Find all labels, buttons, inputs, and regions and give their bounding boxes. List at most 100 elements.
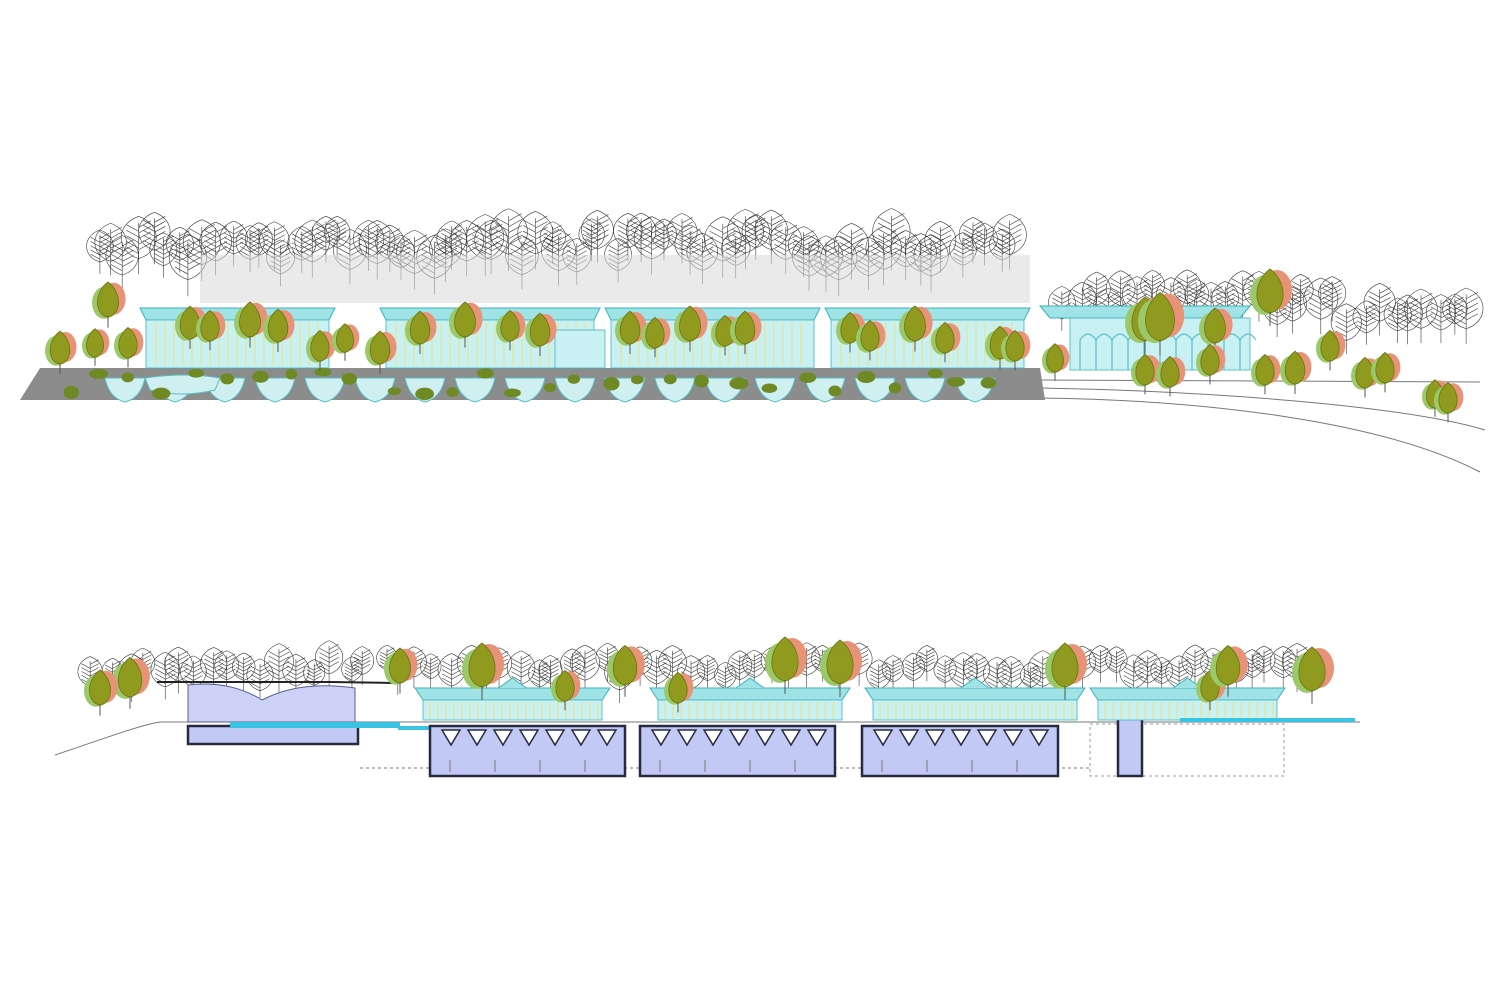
shrub	[980, 377, 997, 389]
shrub	[121, 372, 134, 383]
outline-tree	[138, 212, 171, 265]
shrub	[888, 382, 902, 394]
foreground-tree	[384, 647, 418, 694]
foreground-tree	[84, 669, 118, 716]
foreground-tree	[82, 328, 110, 366]
outline-tree	[741, 214, 770, 261]
section-foreground-trees	[84, 636, 1334, 716]
foreground-tree	[1250, 268, 1292, 326]
elevation-foreground-trees	[45, 268, 1464, 423]
outline-tree	[742, 649, 766, 688]
foreground-tree	[1156, 356, 1186, 397]
sunken-bowl	[254, 377, 296, 403]
outline-tree	[613, 213, 643, 261]
shrub	[603, 376, 620, 391]
foreground-tree	[674, 305, 708, 352]
shrub	[387, 387, 402, 396]
glass-pavilion	[1089, 677, 1286, 721]
underground-hall	[638, 724, 837, 778]
foreground-tree	[112, 657, 150, 709]
sunken-bowl	[654, 377, 696, 403]
foreground-tree	[607, 645, 645, 697]
shrub	[151, 387, 171, 400]
elevation-ground-lines	[1039, 379, 1486, 473]
foreground-tree	[175, 305, 207, 349]
foreground-tree	[1001, 330, 1031, 371]
shrub	[567, 374, 581, 384]
shrub	[446, 387, 459, 398]
shrub	[544, 382, 557, 393]
outline-tree	[1392, 294, 1423, 345]
outline-tree	[1287, 274, 1314, 316]
foreground-tree	[45, 330, 77, 374]
shrub	[663, 374, 677, 385]
outline-tree	[581, 210, 614, 264]
foreground-tree	[1196, 344, 1226, 385]
foreground-tree	[449, 301, 483, 348]
outline-tree	[149, 232, 178, 278]
foreground-tree	[1042, 343, 1070, 381]
shrub	[927, 368, 943, 379]
foreground-tree	[1210, 645, 1248, 697]
foreground-tree	[1351, 357, 1381, 398]
outline-tree	[578, 218, 605, 262]
foreground-tree	[1131, 354, 1161, 395]
shrub	[415, 387, 435, 401]
outline-tree	[924, 221, 957, 273]
sunken-bowl	[554, 377, 596, 403]
outline-tree	[1181, 644, 1209, 689]
shrub	[729, 377, 749, 390]
shrub	[828, 385, 842, 397]
foreground-tree	[462, 642, 504, 700]
section-water-edge	[1180, 718, 1355, 722]
foreground-tree	[1199, 307, 1233, 354]
shrub	[694, 374, 709, 388]
outline-tree	[232, 652, 256, 691]
foreground-tree	[234, 301, 268, 348]
foreground-tree	[365, 330, 397, 374]
glass-pavilion	[414, 677, 611, 721]
foreground-tree	[263, 308, 295, 352]
glass-pavilion	[864, 677, 1086, 721]
underground-hall	[860, 724, 1060, 778]
foreground-tree	[899, 305, 933, 352]
sunken-bowl	[104, 377, 146, 403]
elevation-view	[20, 208, 1486, 473]
foreground-tree	[496, 310, 526, 351]
outline-tree	[1303, 277, 1339, 335]
outline-tree	[164, 646, 193, 694]
outline-tree	[1105, 646, 1128, 683]
outline-tree	[1442, 293, 1468, 335]
sunken-bowl	[304, 377, 346, 403]
foreground-tree	[1280, 350, 1312, 394]
shrub	[947, 376, 965, 387]
sunken-bowl	[904, 377, 946, 403]
foreground-tree	[730, 310, 762, 354]
outline-tree	[1449, 287, 1484, 344]
foreground-tree	[525, 312, 557, 356]
glass-pavilion	[649, 677, 851, 721]
foreground-tree	[1371, 352, 1401, 393]
foreground-tree	[1292, 646, 1334, 704]
shrub	[857, 370, 876, 384]
outline-tree	[915, 645, 938, 682]
foreground-tree	[765, 636, 807, 694]
shrub	[63, 385, 80, 399]
outline-tree	[1425, 294, 1456, 344]
shrub	[252, 370, 269, 383]
outline-tree	[651, 218, 677, 261]
outline-tree	[881, 655, 905, 692]
shrub	[631, 375, 644, 385]
foreground-tree	[1251, 354, 1281, 395]
shrub	[799, 372, 817, 383]
foreground-tree	[1138, 292, 1185, 356]
outline-tree	[570, 644, 600, 694]
outline-tree	[263, 643, 295, 693]
sunken-bowl	[354, 377, 396, 403]
outline-tree	[323, 216, 351, 259]
shrub	[341, 372, 358, 385]
foreground-tree	[1045, 642, 1087, 700]
outline-tree	[1318, 276, 1347, 322]
outline-tree	[1269, 646, 1297, 690]
